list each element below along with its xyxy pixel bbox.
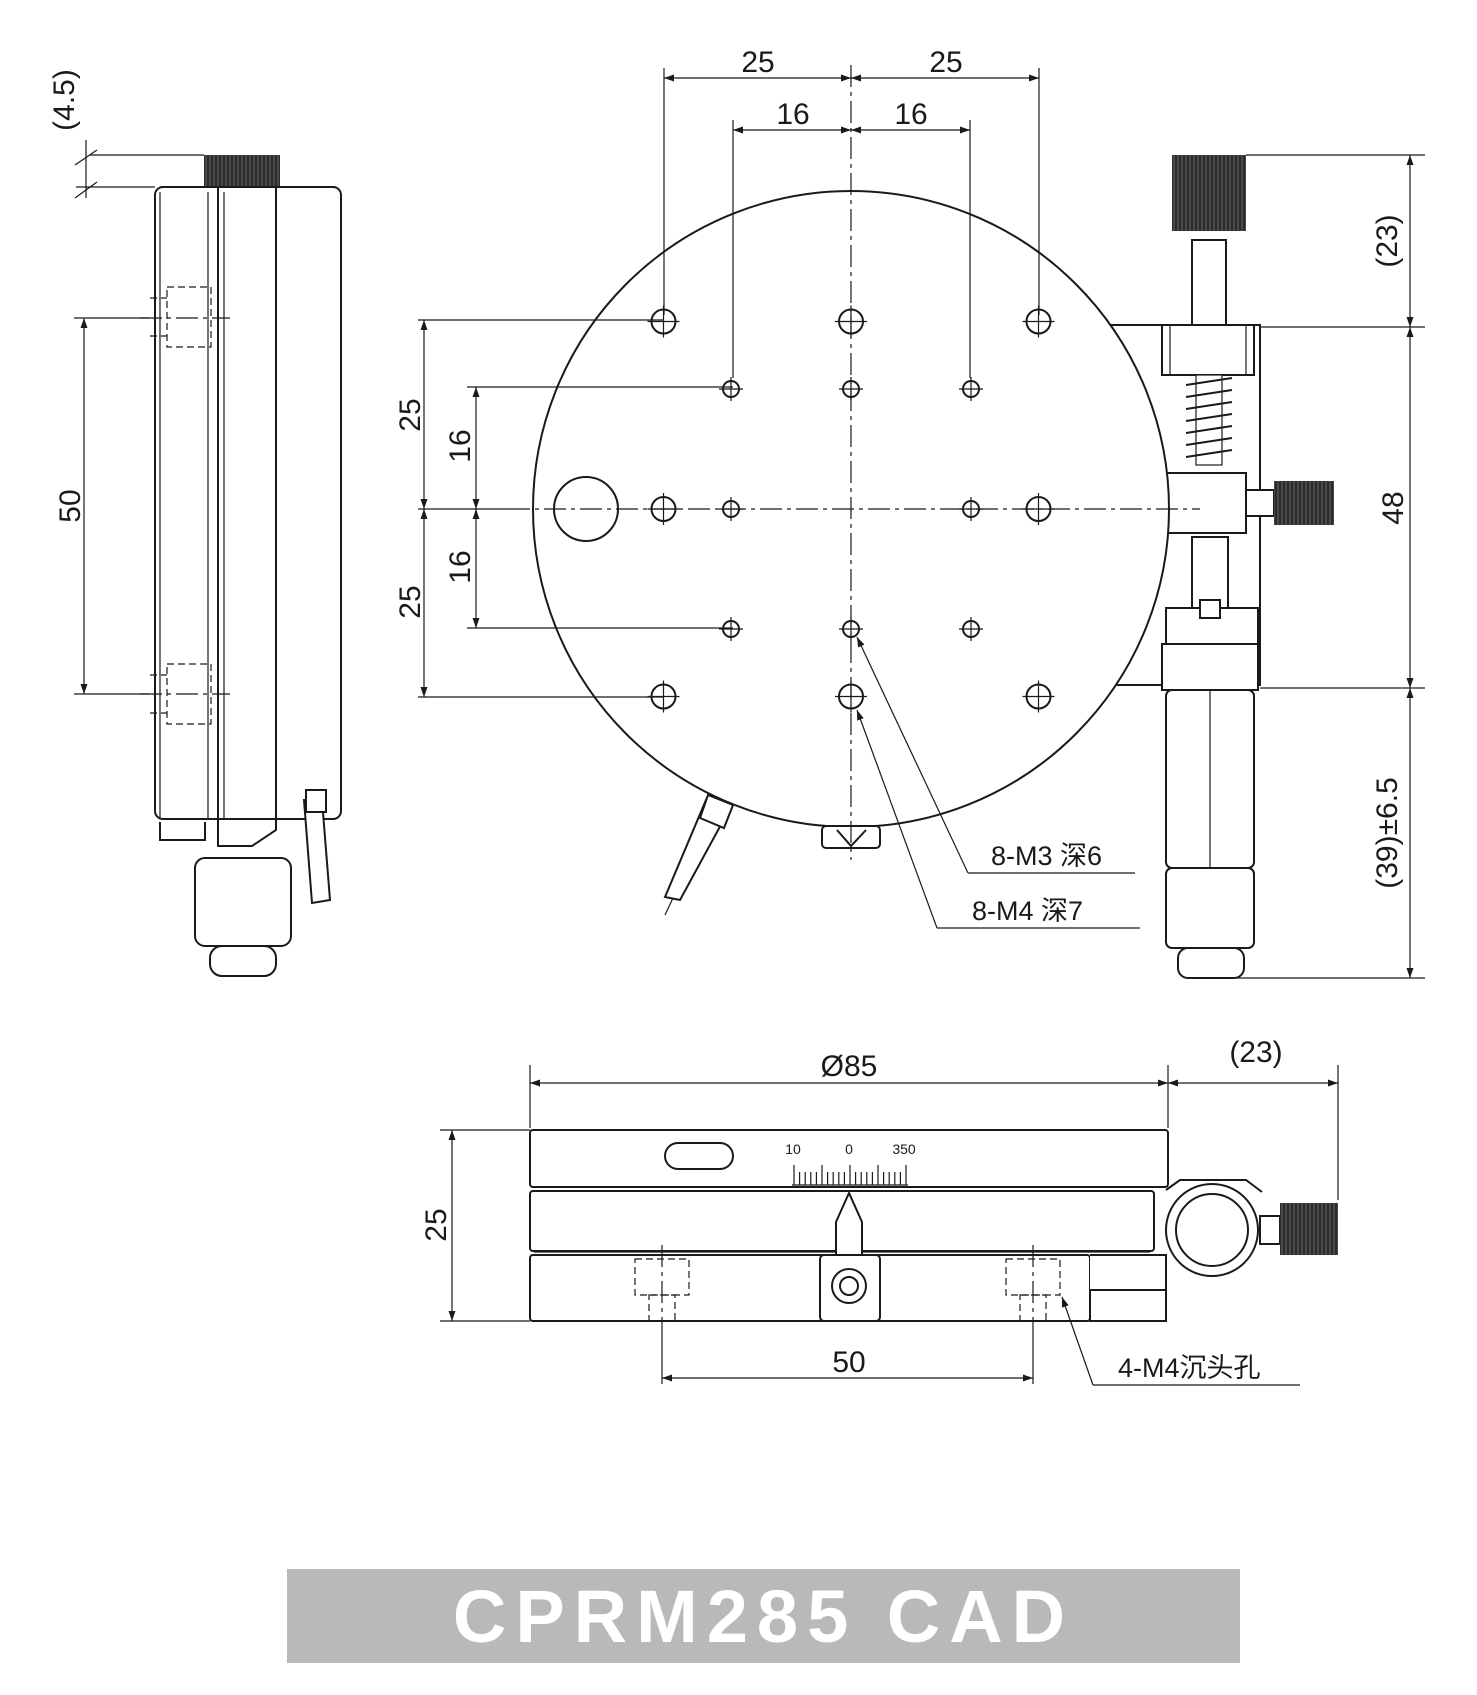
- micrometer-knob-icon: [1172, 155, 1246, 231]
- mounting-holes: [647, 305, 1055, 713]
- dim-left-upper-outer: 25: [394, 398, 427, 431]
- dim-hole-pitch: 50: [54, 489, 87, 522]
- dim-left-lower-outer: 25: [394, 585, 427, 618]
- callout-m3-holes: 8-M3 深6: [991, 841, 1102, 871]
- dim-height: 25: [420, 1208, 453, 1241]
- dim-diameter: Ø85: [821, 1050, 878, 1083]
- front-view: 10 0 350 Ø85 (23) 25 50 4-M4沉头孔: [420, 1036, 1339, 1386]
- scale-label-center: 0: [845, 1141, 853, 1157]
- dim-micrometer-travel: (39)±6.5: [1371, 777, 1404, 889]
- side-view: (4.5) 50: [48, 69, 342, 977]
- dim-base-hole-pitch: 50: [832, 1346, 865, 1379]
- dim-top-offset: (4.5): [48, 69, 81, 131]
- dim-left-lower-inner: 16: [444, 550, 477, 583]
- scale-label-right: 350: [892, 1141, 916, 1157]
- lock-knob-icon: [1274, 481, 1334, 525]
- handle-pin-icon: [664, 1142, 734, 1170]
- dim-micrometer-width: (23): [1229, 1036, 1282, 1069]
- dim-inner-right: 16: [894, 98, 927, 131]
- dim-top-left: 25: [741, 46, 774, 79]
- callout-counterbore: 4-M4沉头孔: [1118, 1353, 1261, 1383]
- dim-inner-left: 16: [776, 98, 809, 131]
- title-text: CPRM285 CAD: [452, 1574, 1075, 1658]
- scale-label-left: 10: [785, 1141, 801, 1157]
- dim-micrometer-knob: (23): [1371, 214, 1404, 267]
- dim-left-upper-inner: 16: [444, 429, 477, 462]
- top-view: 25 25 16 16 25 16 16 25 (23) 48 (39)±6.5: [394, 46, 1425, 979]
- front-lock-knob-icon: [1280, 1203, 1338, 1255]
- dim-micrometer-body: 48: [1377, 491, 1410, 524]
- rotation-scale: [793, 1165, 907, 1185]
- side-knob-icon: [204, 155, 280, 187]
- spring-icon: [1185, 374, 1233, 466]
- callout-m4-holes: 8-M4 深7: [972, 896, 1083, 926]
- dim-top-right: 25: [929, 46, 962, 79]
- title-banner: CPRM285 CAD: [287, 1569, 1240, 1663]
